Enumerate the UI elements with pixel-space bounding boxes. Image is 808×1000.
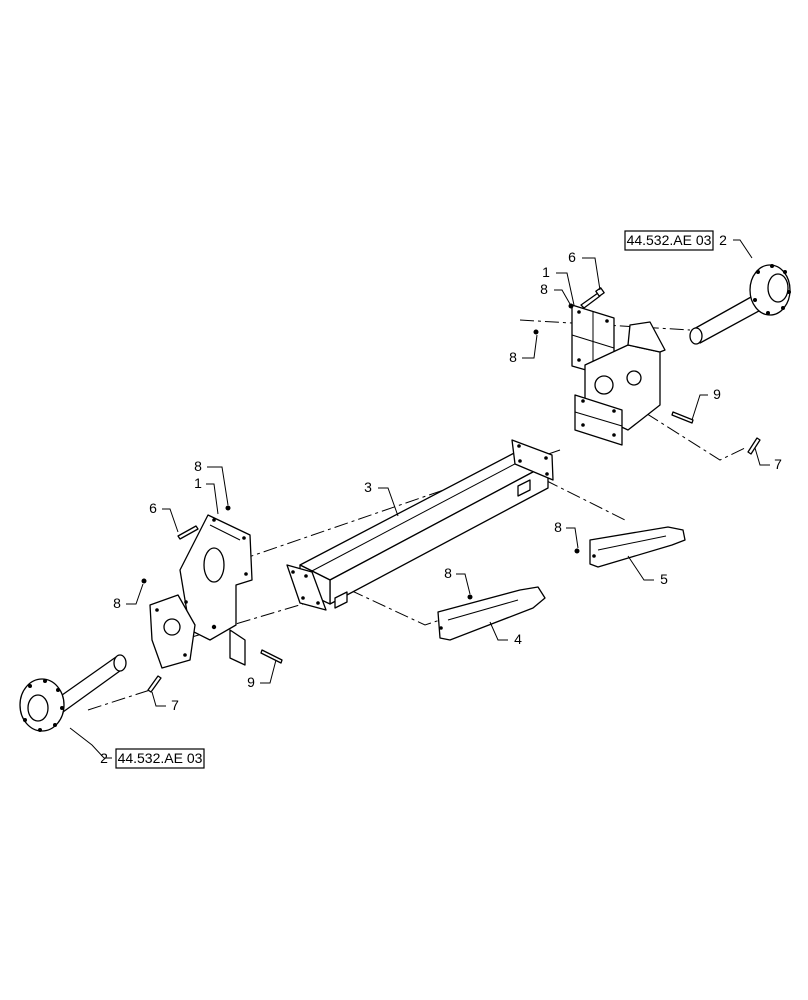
callout-2-right: 2 [719, 232, 727, 248]
callout-8-right-mid: 8 [509, 349, 517, 365]
brace-4 [437, 586, 546, 641]
callout-1-left: 1 [194, 475, 202, 491]
callout-numbers: 6 1 8 8 2 9 7 3 8 5 8 4 8 1 6 8 9 7 2 [100, 232, 782, 766]
callout-7-left: 7 [171, 697, 179, 713]
callout-2-left: 2 [100, 750, 108, 766]
reference-label-top-right[interactable]: 44.532.AE 03 [627, 232, 712, 248]
callout-4: 4 [514, 631, 522, 647]
callout-7-right: 7 [774, 456, 782, 472]
left-spindle-hub [19, 654, 127, 732]
callout-8-left-mid: 8 [113, 595, 121, 611]
callout-8-brace4: 8 [444, 565, 452, 581]
callout-8-right-upper: 8 [540, 281, 548, 297]
callout-8-right-lower: 8 [554, 519, 562, 535]
callout-8-left-upper: 8 [194, 458, 202, 474]
callout-1-right: 1 [542, 264, 550, 280]
callout-5: 5 [660, 571, 668, 587]
right-spindle-hub [689, 264, 791, 345]
reference-box-top-right[interactable]: 44.532.AE 03 [624, 230, 714, 251]
callout-9-left: 9 [247, 674, 255, 690]
axle-beam [286, 439, 554, 611]
callout-3: 3 [364, 479, 372, 495]
brace-5 [589, 526, 686, 568]
reference-label-bottom-left[interactable]: 44.532.AE 03 [118, 750, 203, 766]
right-axle-bracket [571, 304, 666, 446]
callout-9-right: 9 [713, 386, 721, 402]
callout-6-left: 6 [149, 500, 157, 516]
fasteners [141, 287, 761, 693]
left-axle-bracket [149, 514, 253, 669]
leader-lines [69, 239, 770, 759]
callout-6-right: 6 [568, 249, 576, 265]
reference-box-bottom-left[interactable]: 44.532.AE 03 [115, 748, 205, 769]
